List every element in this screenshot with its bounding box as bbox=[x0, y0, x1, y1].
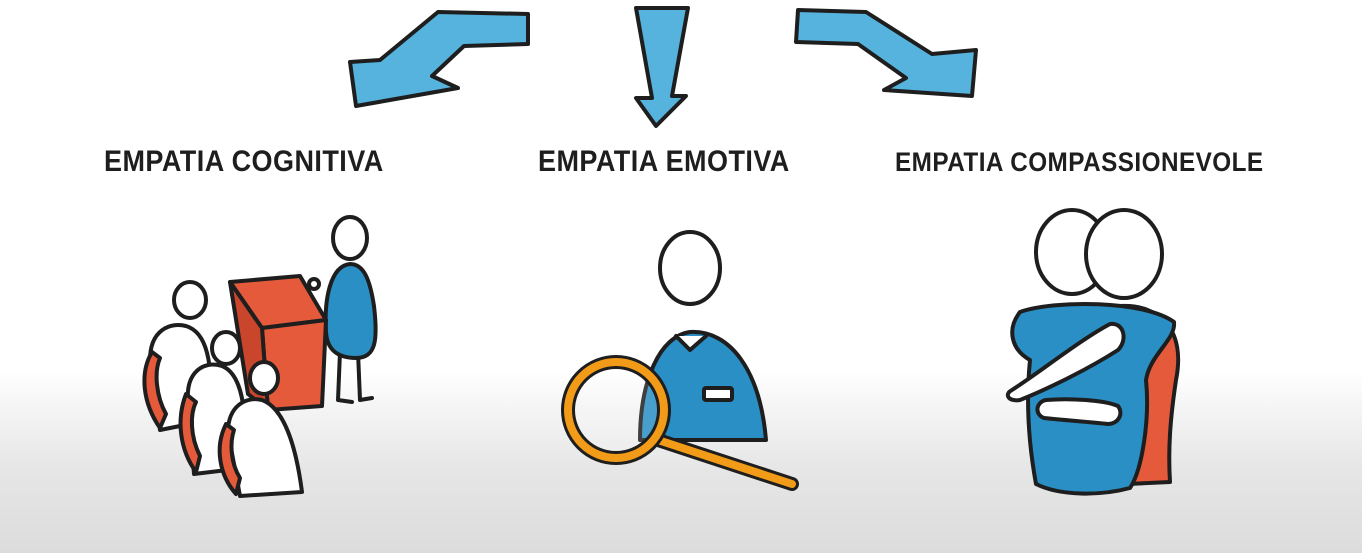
magnifier-handle-fill bbox=[654, 436, 796, 488]
audience-accent bbox=[217, 422, 242, 496]
audience-head bbox=[210, 330, 242, 366]
arrow-left-down-icon bbox=[348, 10, 530, 108]
hug-arm bbox=[1035, 397, 1123, 426]
speaker-legs bbox=[336, 350, 374, 404]
heading-cognitive-empathy: EMPATIA COGNITIVA bbox=[104, 145, 384, 178]
heading-compassionate-empathy: EMPATIA COMPASSIONEVOLE bbox=[895, 147, 1264, 177]
person-body bbox=[638, 329, 768, 442]
audience-head bbox=[248, 360, 280, 396]
person-head bbox=[1084, 208, 1164, 300]
speaker-head bbox=[331, 215, 369, 261]
two-people-hugging-icon bbox=[1005, 208, 1181, 496]
collar bbox=[674, 334, 708, 352]
audience-accent bbox=[178, 392, 202, 474]
arrow-right-down-icon bbox=[794, 8, 978, 98]
speaker-body bbox=[323, 262, 378, 360]
audience-body bbox=[226, 397, 304, 498]
person-with-magnifying-glass-icon bbox=[561, 230, 799, 491]
audience-head bbox=[172, 280, 208, 320]
person-head bbox=[658, 230, 722, 306]
hug-arm bbox=[1005, 321, 1126, 403]
speaker-at-podium-audience-icon bbox=[142, 215, 378, 498]
arrow-down-icon bbox=[634, 6, 690, 128]
audience-accent bbox=[142, 350, 168, 430]
name-badge bbox=[702, 386, 734, 402]
heading-emotional-empathy: EMPATIA EMOTIVA bbox=[538, 145, 790, 178]
